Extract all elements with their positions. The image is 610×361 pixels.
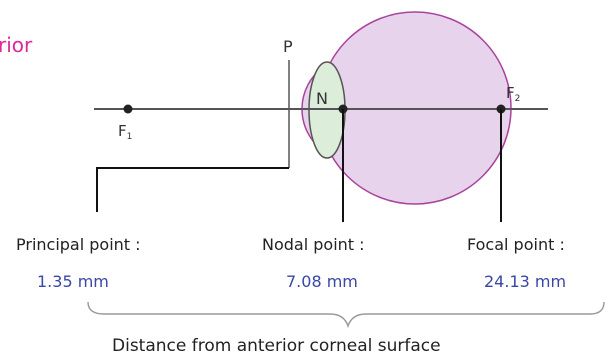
focal-point-label: Focal point :: [467, 235, 565, 254]
label-f1: F1: [118, 122, 132, 142]
label-f2: F2: [506, 84, 520, 104]
label-n: N: [316, 89, 328, 108]
label-p: P: [283, 37, 293, 56]
grouping-brace: [88, 302, 604, 326]
corner-label: rior: [0, 33, 33, 57]
focal-point-value: 24.13 mm: [484, 272, 566, 291]
distance-caption: Distance from anterior corneal surface: [112, 336, 441, 356]
leader-principal: [97, 168, 289, 212]
principal-point-label: Principal point :: [16, 235, 141, 254]
principal-point-value: 1.35 mm: [37, 272, 109, 291]
nodal-point-label: Nodal point :: [262, 235, 365, 254]
nodal-point-value: 7.08 mm: [286, 272, 358, 291]
point-f1: [124, 105, 133, 114]
